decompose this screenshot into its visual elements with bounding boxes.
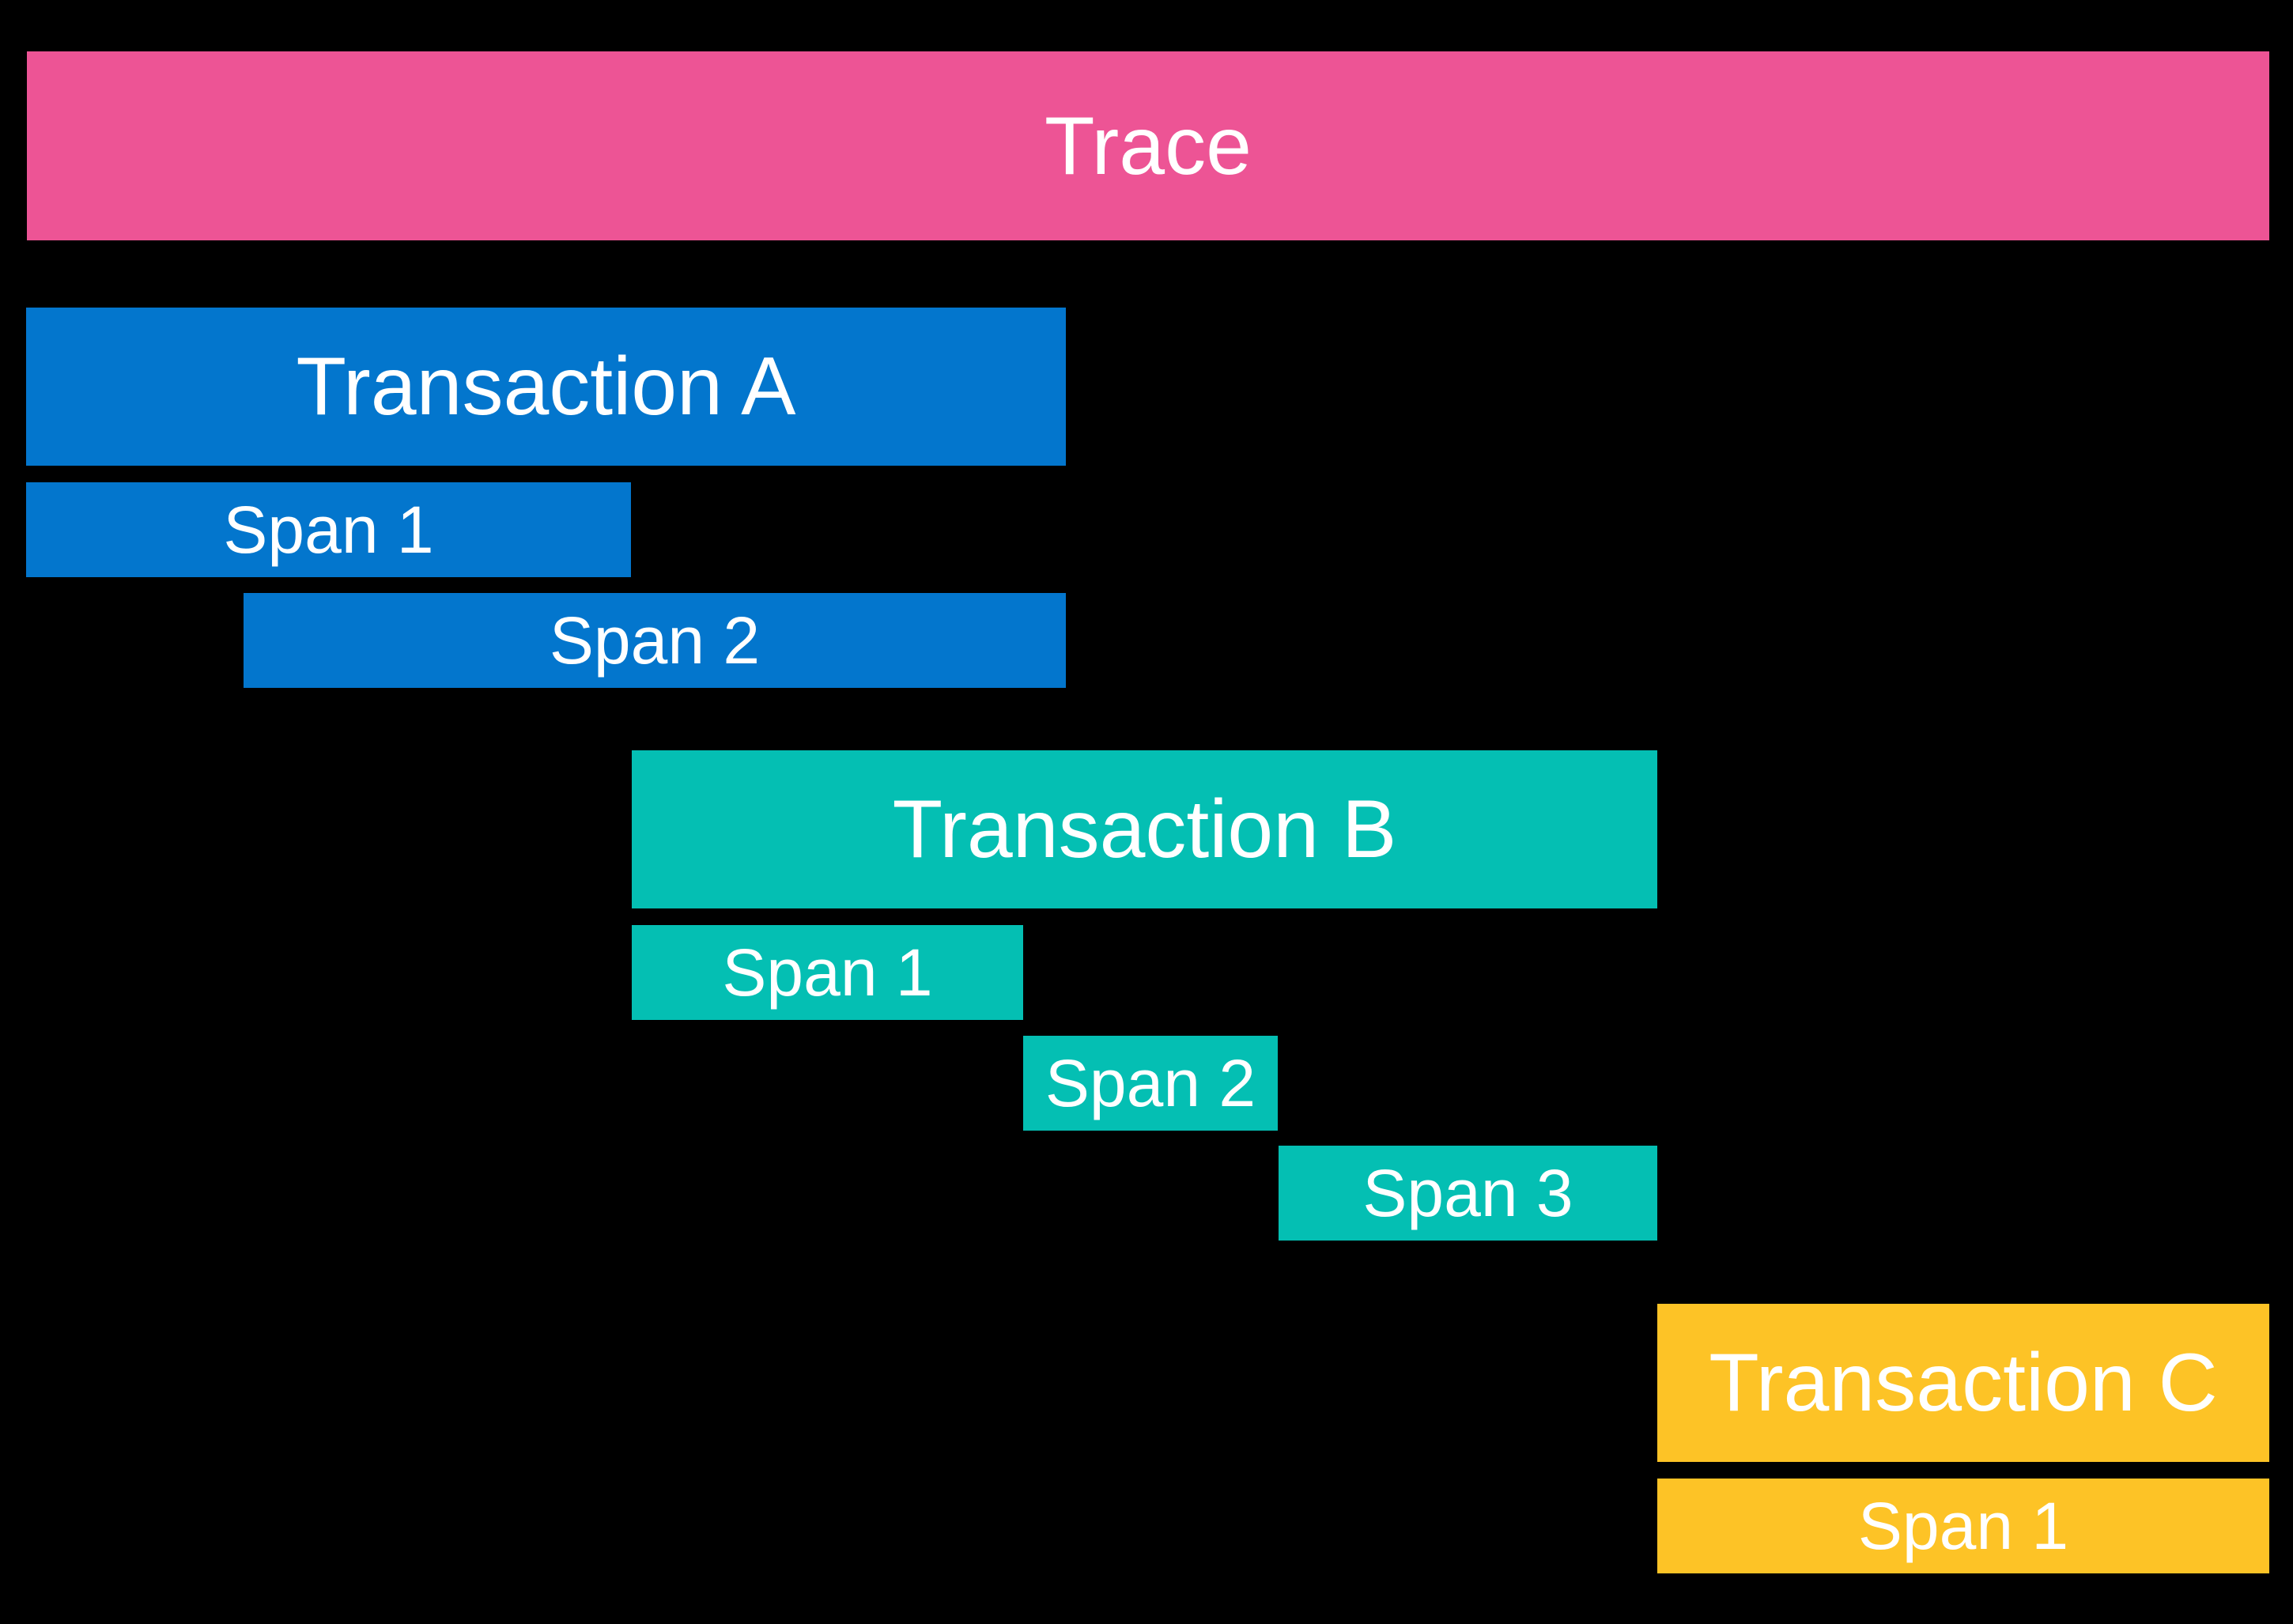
span-bar: Span 1 — [26, 482, 631, 577]
trace-bar: Trace — [27, 51, 2269, 240]
transaction-label: Transaction A — [296, 341, 796, 432]
span-label: Span 1 — [1857, 1489, 2069, 1563]
span-label: Span 1 — [223, 493, 434, 567]
span-label: Span 2 — [549, 603, 761, 678]
trace-label: Trace — [1045, 100, 1252, 192]
span-bar: Span 1 — [1657, 1479, 2269, 1573]
span-label: Span 2 — [1045, 1046, 1256, 1120]
span-bar: Span 2 — [1023, 1036, 1278, 1131]
span-bar: Span 3 — [1279, 1146, 1657, 1241]
transaction-label: Transaction C — [1709, 1337, 2218, 1429]
span-label: Span 3 — [1362, 1156, 1573, 1230]
transaction-bar-transaction-b: Transaction B — [632, 750, 1657, 908]
transaction-bar-transaction-a: Transaction A — [26, 308, 1066, 466]
transaction-label: Transaction B — [892, 784, 1397, 875]
span-label: Span 1 — [722, 935, 933, 1010]
transaction-bar-transaction-c: Transaction C — [1657, 1304, 2269, 1462]
span-bar: Span 2 — [244, 593, 1066, 688]
span-bar: Span 1 — [632, 925, 1023, 1020]
